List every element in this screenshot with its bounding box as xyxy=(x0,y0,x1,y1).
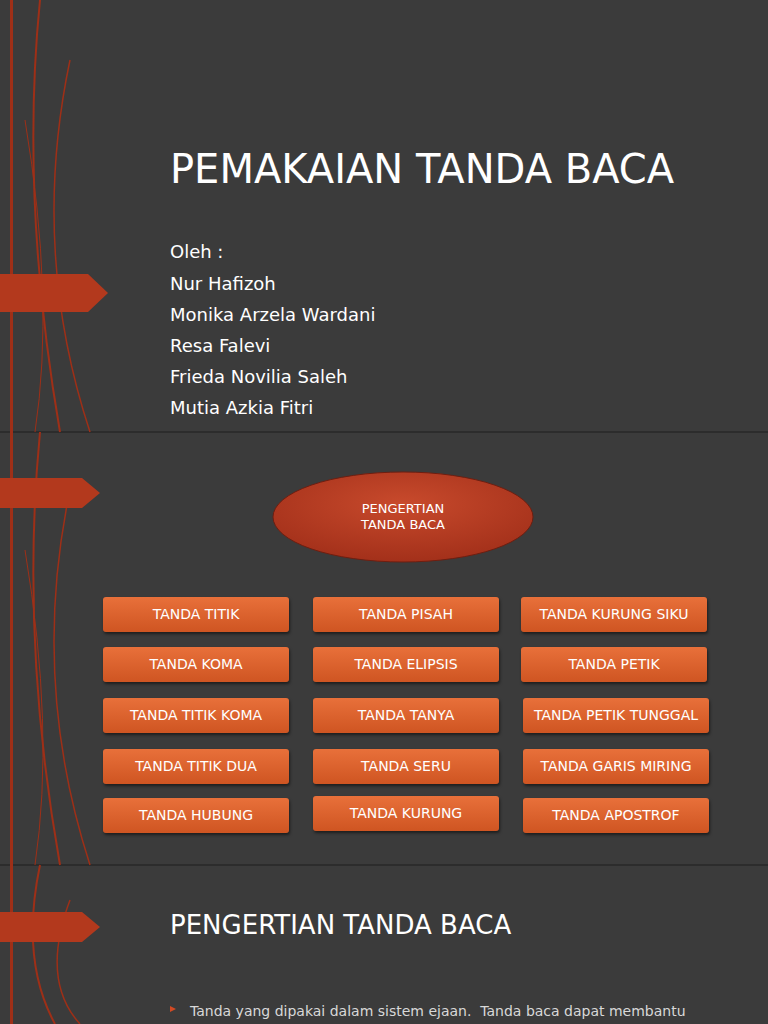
topic-box: TANDA TANYA xyxy=(313,698,499,733)
box-label: TANDA TITIK KOMA xyxy=(130,707,262,724)
author-name: Mutia Azkia Fitri xyxy=(170,397,313,418)
topic-box: TANDA PETIK TUNGGAL xyxy=(523,698,709,733)
topic-box: TANDA KURUNG xyxy=(313,796,499,831)
topic-box: TANDA TITIK KOMA xyxy=(103,698,289,733)
box-label: TANDA KURUNG SIKU xyxy=(540,606,689,623)
box-label: TANDA TITIK DUA xyxy=(135,758,257,775)
box-label: TANDA TANYA xyxy=(358,707,455,724)
topic-box: TANDA PETIK xyxy=(521,647,707,682)
topic-box: TANDA KOMA xyxy=(103,647,289,682)
box-label: TANDA PETIK xyxy=(568,656,659,673)
topic-box: TANDA GARIS MIRING xyxy=(523,749,709,784)
box-label: TANDA ELIPSIS xyxy=(354,656,457,673)
slide-title: PEMAKAIAN TANDA BACA xyxy=(170,146,674,192)
box-label: TANDA PETIK TUNGGAL xyxy=(534,707,698,724)
box-label: TANDA TITIK xyxy=(153,606,240,623)
slide-divider xyxy=(0,432,768,865)
topic-box: TANDA APOSTROF xyxy=(523,798,709,833)
author-name: Resa Falevi xyxy=(170,335,270,356)
author-name: Nur Hafizoh xyxy=(170,273,276,294)
author-name: Monika Arzela Wardani xyxy=(170,304,375,325)
section-heading: PENGERTIAN TANDA BACA xyxy=(170,910,511,940)
topic-ellipse: PENGERTIAN TANDA BACA xyxy=(272,471,534,563)
topic-box: TANDA PISAH xyxy=(313,597,499,632)
topic-box: TANDA ELIPSIS xyxy=(313,647,499,682)
topic-box: TANDA SERU xyxy=(313,749,499,784)
topic-box: TANDA TITIK DUA xyxy=(103,749,289,784)
box-label: TANDA SERU xyxy=(361,758,451,775)
box-label: TANDA GARIS MIRING xyxy=(540,758,691,775)
box-label: TANDA KURUNG xyxy=(350,805,462,822)
ellipse-shape xyxy=(273,472,533,562)
bullet-mark xyxy=(170,1006,176,1012)
topic-box: TANDA TITIK xyxy=(103,597,289,632)
ellipse-label: PENGERTIAN TANDA BACA xyxy=(343,501,463,534)
box-label: TANDA HUBUNG xyxy=(139,807,253,824)
bullet-text: Tanda yang dipakai dalam sistem ejaan. T… xyxy=(190,1003,686,1019)
box-label: TANDA APOSTROF xyxy=(552,807,679,824)
author-heading: Oleh : xyxy=(170,241,223,262)
box-label: TANDA PISAH xyxy=(359,606,453,623)
decorative-curves xyxy=(10,0,90,1024)
author-name: Frieda Novilia Saleh xyxy=(170,366,348,387)
arrow-tab xyxy=(0,274,108,942)
topic-box: TANDA HUBUNG xyxy=(103,798,289,833)
topic-box: TANDA KURUNG SIKU xyxy=(521,597,707,632)
box-label: TANDA KOMA xyxy=(149,656,242,673)
